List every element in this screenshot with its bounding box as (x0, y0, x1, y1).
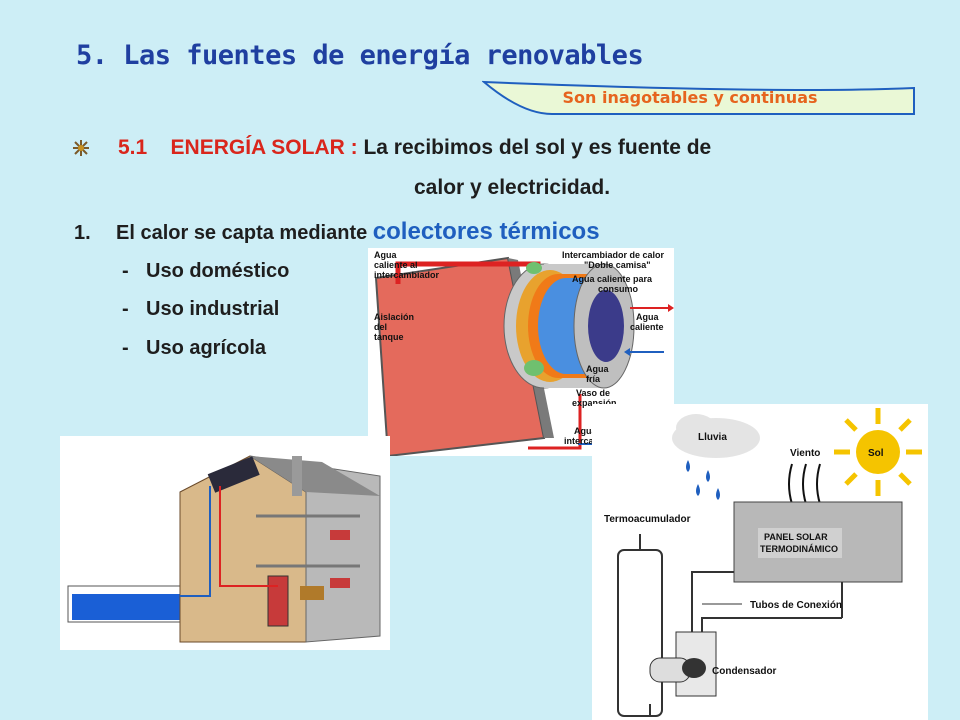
collector-label: tanque (374, 332, 404, 342)
section-heading: 5.1 ENERGÍA SOLAR : La recibimos del sol… (118, 136, 711, 160)
thermo-label: Termoacumulador (604, 514, 691, 525)
use-item: -Uso industrial (122, 298, 280, 320)
collector-label: Agua caliente para (572, 274, 653, 284)
item-highlight: colectores térmicos (372, 218, 600, 245)
collector-label: intercambiador (374, 270, 440, 280)
collector-label: Agua (374, 250, 397, 260)
callout-text: Son inagotables y continuas (562, 88, 818, 107)
rain-cloud-icon (672, 414, 760, 500)
collector-label: consumo (598, 284, 639, 294)
thermodynamic-panel-diagram: Lluvia Viento Sol PANEL SOLAR TERMODINÁM… (592, 404, 928, 720)
collector-label: del (374, 322, 387, 332)
collector-label: caliente (630, 322, 664, 332)
collector-label: Aislación (374, 312, 414, 322)
section-text-1: La recibimos del sol y es fuente de (363, 136, 712, 159)
section-title: ENERGÍA SOLAR : (170, 136, 358, 159)
page-title: 5. Las fuentes de energía renovables (76, 40, 644, 71)
collector-label: "Doble camisa" (584, 260, 651, 270)
collector-label: caliente al (374, 260, 418, 270)
use-item: -Uso agrícola (122, 337, 267, 359)
thermo-label: Condensador (712, 666, 777, 677)
thermo-label: Viento (790, 448, 820, 459)
section-number: 5.1 (118, 136, 148, 159)
thermo-label: TERMODINÁMICO (760, 544, 838, 554)
star-bullet-icon (73, 140, 89, 156)
item-number: 1. (74, 222, 91, 244)
house-heating-diagram (60, 436, 390, 650)
collector-label: Agua (636, 312, 659, 322)
collector-label: expansión (572, 398, 617, 408)
callout-bubble (482, 80, 915, 115)
item-text: El calor se capta mediante (116, 222, 368, 244)
collector-label: fría (586, 374, 601, 384)
thermo-label: Lluvia (698, 432, 727, 443)
collector-label: Intercambiador de calor (562, 250, 665, 260)
use-item: -Uso doméstico (122, 260, 290, 282)
collector-label: Agua (586, 364, 609, 374)
sun-icon (834, 408, 922, 496)
list-item-1: 1. El calor se capta mediante colectores … (74, 218, 600, 246)
collector-label: Vaso de (576, 388, 610, 398)
thermo-label: PANEL SOLAR (764, 532, 828, 542)
section-text-2: calor y electricidad. (414, 176, 611, 199)
thermo-label: Sol (868, 448, 884, 459)
thermo-label: Tubos de Conexión (750, 600, 842, 611)
